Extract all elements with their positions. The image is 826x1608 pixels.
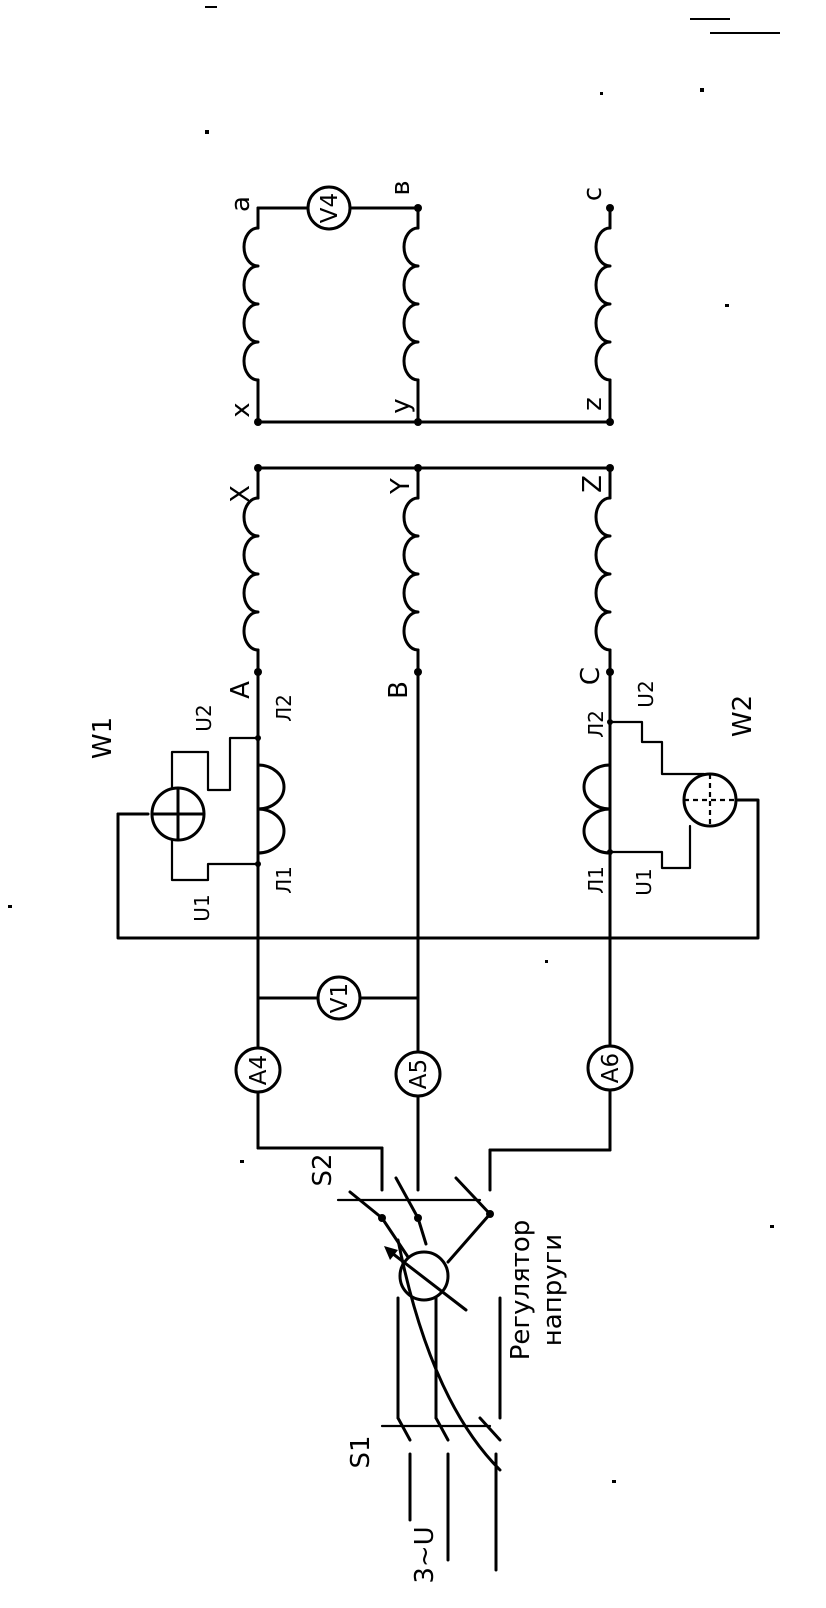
label-y: y — [386, 398, 416, 413]
s1-label: S1 — [346, 1435, 376, 1468]
secondary-windings — [242, 204, 614, 426]
label-Z: Z — [578, 475, 608, 493]
regulator-line1: Регулятор — [506, 1220, 536, 1361]
a4-label: A4 — [246, 1055, 272, 1085]
label-x: x — [226, 402, 256, 417]
supply-lines — [396, 1296, 502, 1420]
phase-lines — [256, 670, 612, 1174]
a6-label: A6 — [598, 1053, 624, 1083]
regulator-line2: напруги — [538, 1234, 568, 1346]
w2-label: W2 — [728, 695, 758, 737]
w1-l1-label: Л1 — [272, 866, 296, 894]
w1-u1-label: U1 — [190, 894, 214, 921]
w1-l2-label: Л2 — [272, 694, 296, 722]
v4-label: V4 — [317, 193, 343, 223]
wattmeter-voltage-bus — [116, 798, 760, 940]
v1-label: V1 — [327, 983, 353, 1013]
w2-l2-label: Л2 — [584, 710, 608, 738]
a5-label: A5 — [406, 1059, 432, 1089]
switch-s2: S2 — [308, 1153, 494, 1222]
w2-u1-label: U1 — [632, 868, 656, 895]
wattmeter-w1: W1 U2 U1 Л2 Л1 — [88, 694, 296, 922]
label-A: A — [226, 681, 256, 699]
supply-label: 3~U — [410, 1526, 440, 1583]
w1-u2-label: U2 — [192, 704, 216, 731]
w2-u2-label: U2 — [634, 680, 658, 707]
label-X: X — [226, 485, 256, 503]
voltage-regulator: Регулятор напруги — [380, 1212, 568, 1472]
voltmeter-v4: V4 — [256, 185, 420, 231]
label-a: a — [226, 196, 256, 212]
scan-noise — [8, 6, 780, 1483]
ammeter-a5: A5 — [394, 1050, 442, 1098]
label-B: B — [384, 681, 414, 699]
label-z: z — [578, 397, 608, 411]
ammeter-a4: A4 — [234, 1046, 282, 1094]
wattmeter-w2: W2 U2 U1 Л2 Л1 — [582, 680, 758, 896]
switch-s1: S1 3~U — [346, 1416, 502, 1584]
label-b: в — [386, 180, 416, 195]
voltmeter-v1: V1 — [256, 975, 420, 1021]
label-c: c — [578, 187, 608, 201]
w1-label: W1 — [88, 717, 118, 759]
label-C: C — [576, 667, 606, 685]
ammeter-a6: A6 — [586, 1044, 634, 1092]
terminal-labels: A B C X Y Z a в c x y z — [226, 180, 608, 699]
label-Y: Y — [386, 478, 416, 495]
primary-windings — [242, 464, 614, 676]
w2-l1-label: Л1 — [584, 866, 608, 894]
s2-label: S2 — [308, 1153, 338, 1186]
